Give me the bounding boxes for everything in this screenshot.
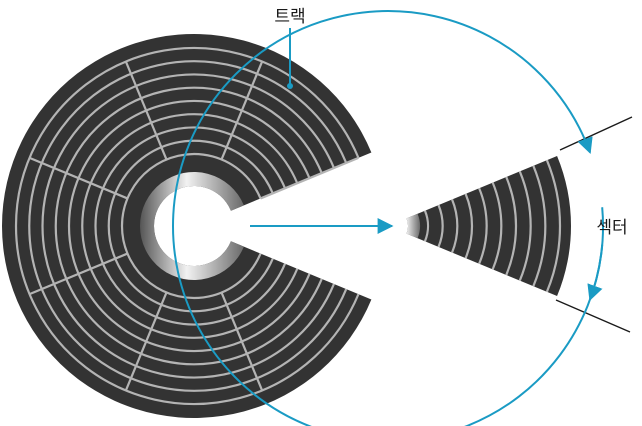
sector-track-segment [545,159,562,293]
sector-label: 섹터 [596,218,627,238]
extracted-sector [406,155,571,297]
sector-divider [124,292,168,391]
sector-track-segment [491,182,503,270]
track-ring [107,139,274,313]
disk-hub [140,172,244,280]
annotations [172,10,633,426]
sector-track-segment [532,165,547,287]
sector-boundary-bottom [555,299,631,333]
sector-track-segment [423,210,430,242]
sector-track-segment [518,170,532,282]
sector-body [406,155,571,297]
sector-hub [406,213,420,239]
sector-angle-arrow-bottom [587,244,604,302]
track-ring [14,46,360,406]
sector-track-segment [478,187,488,265]
track-ring [41,73,335,379]
track-leader-dot [287,83,293,89]
sector-track-segment [505,176,518,276]
sector-divider [220,292,264,391]
sector-divider [29,252,128,296]
track-ring [28,60,348,392]
track-ring [67,99,311,353]
disk-platter [1,33,372,418]
disk-tracks [14,46,360,406]
track-ring [54,86,323,366]
sector-track-segment [451,199,459,253]
sector-track-segment [437,204,444,248]
sector-angle-arrow-top [172,10,604,426]
track-ring [120,152,262,300]
disk-sector-dividers [29,61,359,391]
sector-divider [220,61,264,160]
track-label: 트랙 [274,7,305,27]
sector-boundary-top [559,116,633,151]
sector-divider [29,156,128,200]
sector-divider [260,156,359,200]
sector-track-segment [464,193,474,259]
sector-divider [124,61,168,160]
track-ring [94,126,287,326]
track-ring [81,113,299,339]
